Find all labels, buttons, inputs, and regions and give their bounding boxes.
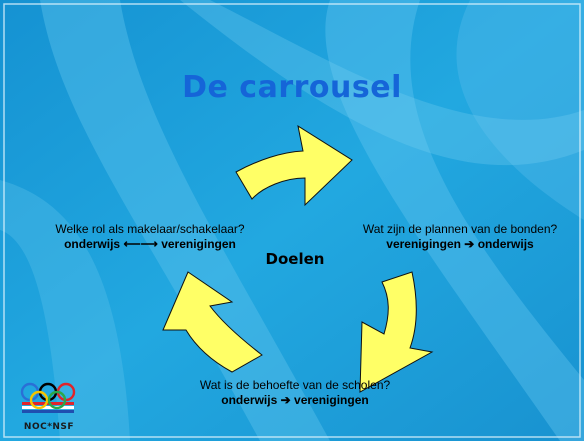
right-question-text: Wat zijn de plannen van de bonden? <box>362 222 558 236</box>
bottom-direction-from: onderwijs <box>221 393 278 407</box>
slide-title: De carrousel <box>182 70 402 105</box>
bottom-direction: onderwijs ➔ verenigingen <box>160 393 430 408</box>
center-label: Doelen <box>265 250 325 268</box>
left-direction-arrow: ⟵⟶ <box>123 237 158 251</box>
logo-text: NOC*NSF <box>23 422 75 432</box>
carousel-arrow-right-icon <box>359 271 434 393</box>
carousel-arrow-top-icon <box>235 124 353 207</box>
left-question: Welke rol als makelaar/schakelaar? onder… <box>20 222 280 252</box>
right-direction-arrow: ➔ <box>464 237 475 251</box>
left-direction: onderwijs ⟵⟶ verenigingen <box>20 237 280 252</box>
bottom-question: Wat is de behoefte van de scholen? onder… <box>160 378 430 408</box>
left-direction-to: verenigingen <box>161 237 236 251</box>
bottom-direction-arrow: ➔ <box>280 393 291 407</box>
right-direction: verenigingen ➔ onderwijs <box>335 237 584 252</box>
bottom-question-text: Wat is de behoefte van de scholen? <box>199 378 391 392</box>
bottom-direction-to: verenigingen <box>294 393 369 407</box>
left-question-text: Welke rol als makelaar/schakelaar? <box>55 222 245 236</box>
olympic-rings-icon <box>20 382 76 413</box>
left-direction-from: onderwijs <box>64 237 121 251</box>
right-question: Wat zijn de plannen van de bonden? veren… <box>335 222 584 252</box>
right-direction-from: verenigingen <box>386 237 461 251</box>
right-direction-to: onderwijs <box>477 237 534 251</box>
carousel-arrow-left-icon <box>162 271 263 373</box>
